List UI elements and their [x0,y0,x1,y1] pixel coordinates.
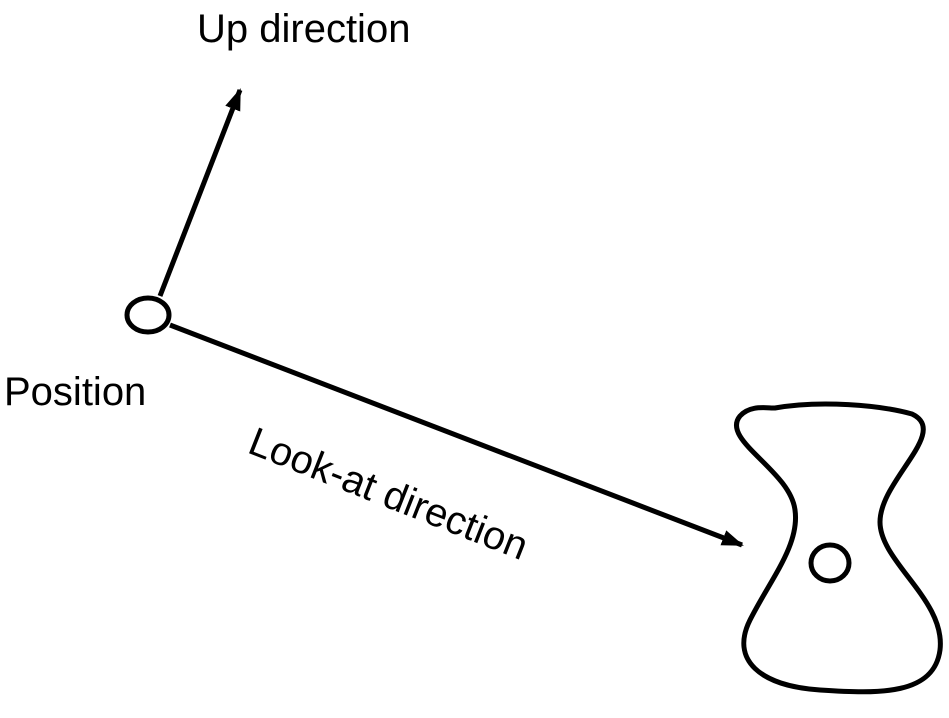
target-center-marker [808,542,852,584]
camera-position-marker [124,295,172,335]
look-at-direction-arrow [169,322,744,548]
look-at-direction-label: Look-at direction [243,419,534,568]
target-object-shape [734,401,943,695]
up-direction-label: Up direction [197,7,410,51]
position-label: Position [4,370,146,414]
up-direction-arrow [157,88,243,297]
